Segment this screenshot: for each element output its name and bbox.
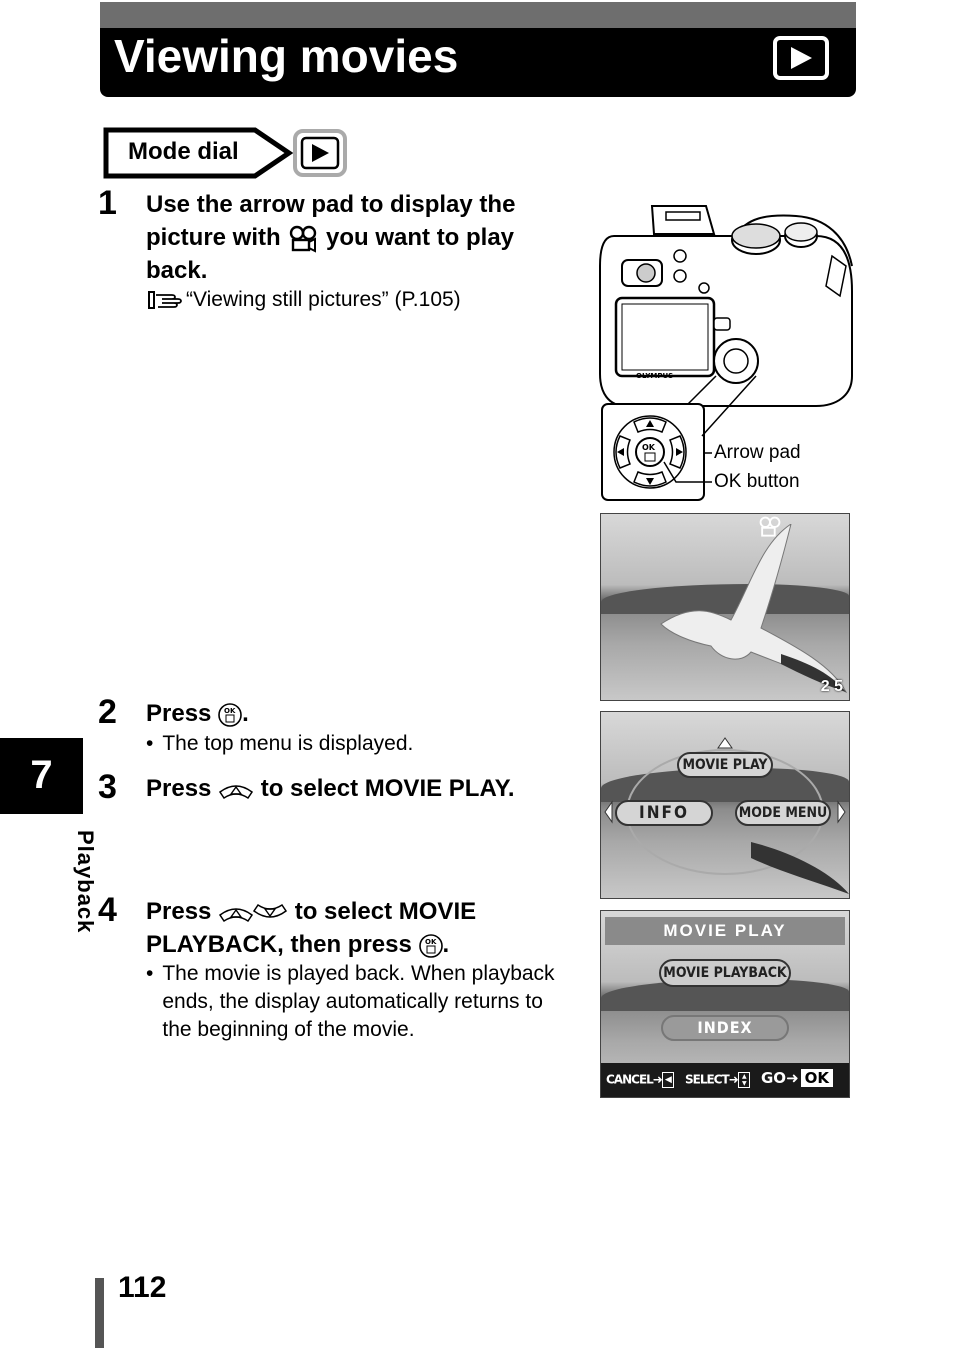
- svg-text:OK: OK: [224, 707, 236, 715]
- step-1-line1: Use the arrow pad to display the: [146, 191, 516, 218]
- step-3-start: Press: [146, 775, 212, 802]
- step-1-reference: “Viewing still pictures” (P.105): [148, 286, 461, 314]
- step-4-bullet-line1: The movie is played back. When playback: [162, 962, 555, 985]
- step-3-text: Press to select MOVIE PLAY.: [146, 772, 515, 805]
- step-4-bullet-line3: the beginning of the movie.: [162, 1018, 415, 1041]
- top-menu-screen: MOVIE PLAY INFO MODE MENU: [600, 711, 850, 899]
- svg-text:OK: OK: [425, 938, 437, 946]
- ok-button-icon: OK: [418, 933, 443, 958]
- cancel-label: CANCEL: [606, 1072, 654, 1087]
- section-label: Playback: [73, 830, 98, 934]
- playback-mode-icon: [773, 36, 829, 80]
- left-arrow-icon: ◀: [661, 1072, 674, 1088]
- mode-dial-label: Mode dial: [128, 138, 239, 165]
- step-4-mid: to select MOVIE: [294, 898, 477, 925]
- ok-button-callout: OK button: [714, 471, 800, 492]
- step-4-start: Press: [146, 898, 212, 925]
- step-3-number: 3: [98, 768, 117, 806]
- step-2-bullet-text: The top menu is displayed.: [162, 732, 414, 755]
- mode-dial-tag: [103, 127, 293, 179]
- select-label: SELECT: [685, 1072, 730, 1087]
- step-4-bullet-text: The movie is played back. When playback …: [162, 960, 554, 1044]
- step-4-line2-text: PLAYBACK, then press: [146, 931, 412, 958]
- option-index[interactable]: INDEX: [661, 1015, 789, 1041]
- step-4-line2: PLAYBACK, then press OK .: [146, 928, 586, 961]
- step-4-text: Press to select MOVIE PLAYBACK, then pre…: [146, 895, 586, 961]
- step-1-line3: back.: [146, 257, 208, 284]
- playback-mode-icon: [293, 129, 347, 177]
- seagull-image: [660, 524, 848, 694]
- footer-select: SELECT➜▲▼: [685, 1072, 750, 1088]
- up-down-arrow-icon: ▲▼: [737, 1072, 750, 1088]
- reference-icon: [148, 291, 182, 310]
- arrow-up-button-icon: [219, 784, 254, 799]
- step-2-end: .: [242, 700, 249, 727]
- chapter-tab: [0, 738, 83, 814]
- step-4-number: 4: [98, 891, 117, 929]
- step-4-bullet: • The movie is played back. When playbac…: [146, 960, 586, 1044]
- movie-play-menu-screen: MOVIE PLAY MOVIE PLAYBACK INDEX CANCEL➜◀…: [600, 910, 850, 1098]
- step-3-end: to select MOVIE PLAY.: [260, 775, 515, 802]
- page-number: 112: [118, 1271, 167, 1304]
- footer-go: GO➜OK: [761, 1069, 834, 1087]
- movie-icon: [759, 516, 781, 537]
- reference-text: “Viewing still pictures” (P.105): [186, 288, 461, 311]
- step-1-text: Use the arrow pad to display the picture…: [146, 188, 576, 287]
- svg-text:OLYMPUS: OLYMPUS: [636, 372, 673, 380]
- chapter-number: 7: [30, 753, 53, 797]
- hills: [601, 584, 849, 614]
- step-1-line2: picture with you want to play: [146, 221, 576, 254]
- step-4-bullet-row: • The movie is played back. When playbac…: [146, 960, 586, 1044]
- arrow-pad-callout: Arrow pad: [714, 442, 801, 463]
- step-2-start: Press: [146, 700, 212, 727]
- ok-button-icon: OK: [218, 702, 242, 727]
- step-1-line2-end: you want to play: [326, 224, 515, 251]
- camera-illustration: OLYMPUS OK: [599, 205, 853, 501]
- footer-cancel: CANCEL➜◀: [606, 1072, 674, 1088]
- page-title: Viewing movies: [114, 30, 459, 82]
- svg-text:OK: OK: [642, 443, 656, 452]
- step-1-number: 1: [98, 184, 117, 222]
- frame-count: 2 5: [820, 678, 843, 695]
- title-strip: [100, 2, 856, 28]
- step-4-bullet-line2: ends, the display automatically returns …: [162, 990, 543, 1013]
- submenu-header: MOVIE PLAY: [605, 917, 845, 945]
- movie-icon: [290, 225, 317, 253]
- ok-badge: OK: [800, 1069, 834, 1087]
- footer-bar: [95, 1278, 104, 1348]
- option-movie-playback[interactable]: MOVIE PLAYBACK: [659, 959, 791, 987]
- step-4-line1: Press to select MOVIE: [146, 895, 586, 928]
- menu-mode-menu[interactable]: MODE MENU: [735, 800, 831, 826]
- step-2-text: Press OK .: [146, 697, 249, 730]
- arrow-up-down-buttons-icon: [219, 903, 288, 922]
- step-1-line2-start: picture with: [146, 224, 281, 251]
- step-2-bullet: •The top menu is displayed.: [146, 732, 414, 755]
- go-label: GO: [761, 1069, 787, 1087]
- step-4-end: .: [442, 931, 450, 958]
- movie-frame-screen: 2 5: [600, 513, 850, 701]
- menu-movie-play[interactable]: MOVIE PLAY: [677, 752, 773, 778]
- step-2-number: 2: [98, 693, 117, 731]
- menu-info[interactable]: INFO: [615, 800, 713, 826]
